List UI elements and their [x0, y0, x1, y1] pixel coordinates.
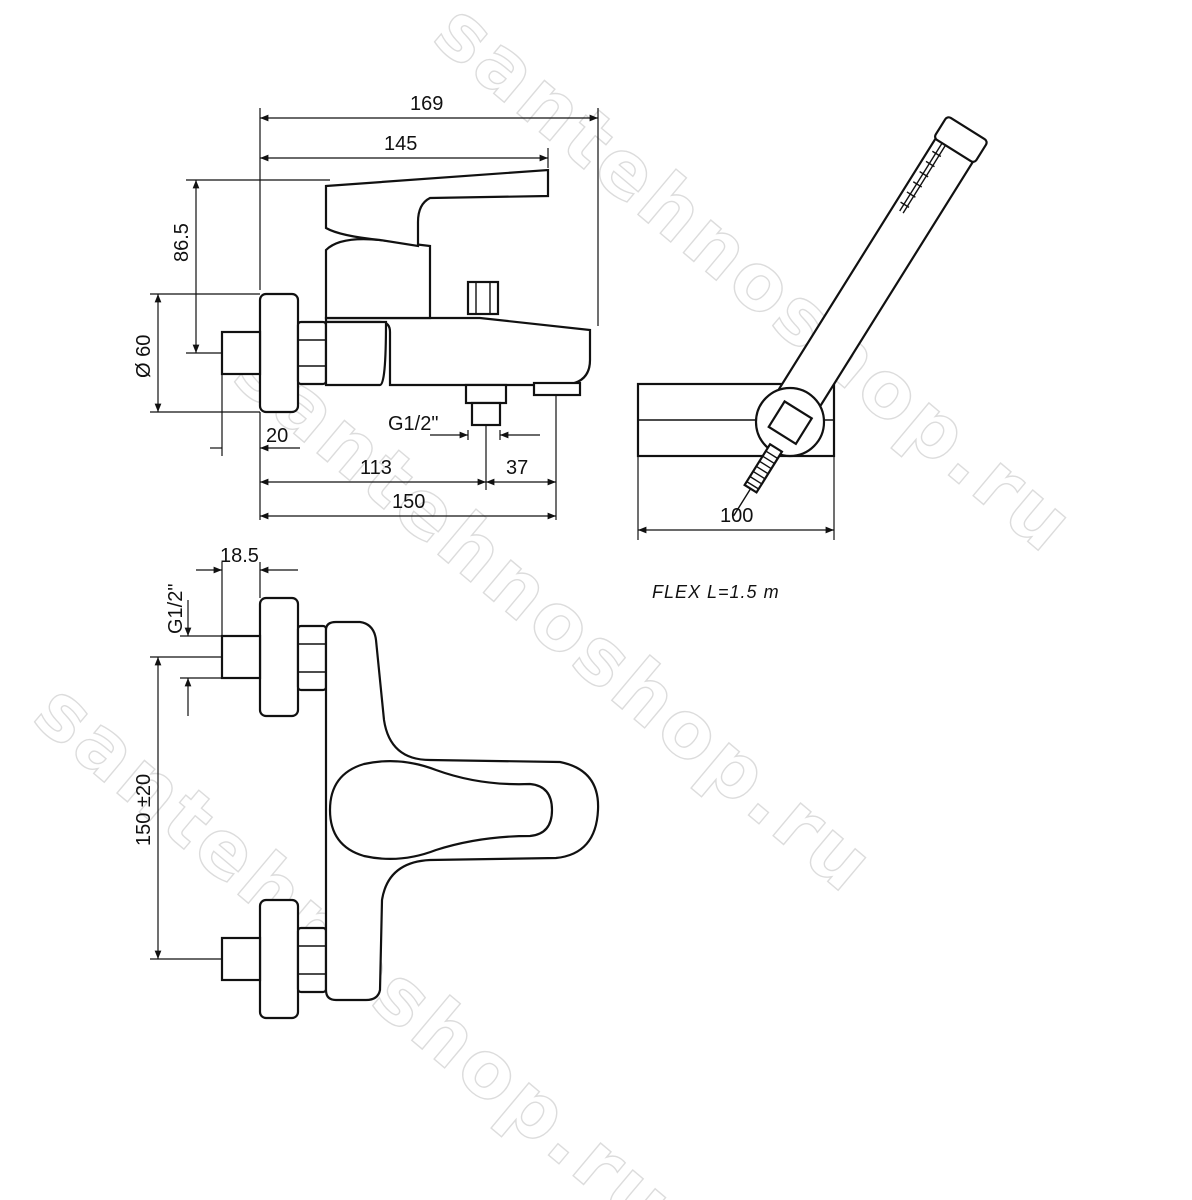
- lever-handle: [324, 168, 550, 248]
- hand-shower-head: [934, 116, 988, 163]
- dim-100: 100: [720, 505, 753, 527]
- dim-thread-top: G1/2": [388, 413, 438, 435]
- dim-18-5: 18.5: [220, 545, 259, 567]
- dim-86-5: 86.5: [171, 223, 193, 262]
- lower-hex-nut: [296, 926, 328, 994]
- shower-outlet-thread: [470, 401, 502, 427]
- upper-hex-nut: [296, 624, 328, 692]
- top-view: 18.5 G1/2" 150 ±20: [133, 545, 600, 1020]
- spout-tip: [532, 381, 582, 397]
- dim-169: 169: [410, 93, 443, 115]
- lower-wall-flange: [258, 898, 300, 1020]
- lower-inlet-pipe: [220, 936, 262, 982]
- flex-hose-note: FLEX L=1.5 m: [652, 582, 780, 602]
- dim-113: 113: [360, 457, 392, 479]
- shower-outlet: [464, 383, 508, 405]
- dim-diameter-60: Ø 60: [133, 335, 155, 378]
- dim-150-pm-20: 150 ±20: [133, 774, 155, 846]
- body-front-cap: [324, 320, 388, 387]
- lever-top: [328, 760, 554, 860]
- cartridge-housing: [324, 238, 432, 320]
- hose-sleeve: [743, 442, 784, 494]
- dim-thread-side: G1/2": [165, 584, 187, 634]
- inlet-pipe: [220, 330, 262, 376]
- hose-connector: [767, 399, 814, 446]
- hand-shower-view: 100 FLEX L=1.5 m: [636, 116, 988, 602]
- wall-flange: [258, 292, 300, 414]
- flexible-hose: [733, 442, 784, 517]
- diverter-knob: [466, 280, 500, 316]
- upper-wall-flange: [258, 596, 300, 718]
- hex-nut: [296, 320, 328, 386]
- front-view: 169 145 86.5 Ø 60 G1/2" 20 113 37: [133, 93, 599, 520]
- dim-37: 37: [506, 457, 528, 479]
- dim-150: 150: [392, 491, 425, 513]
- dim-20: 20: [266, 425, 288, 447]
- spray-nozzles: [899, 142, 947, 214]
- dim-145: 145: [384, 133, 417, 155]
- upper-inlet-pipe: [220, 634, 262, 680]
